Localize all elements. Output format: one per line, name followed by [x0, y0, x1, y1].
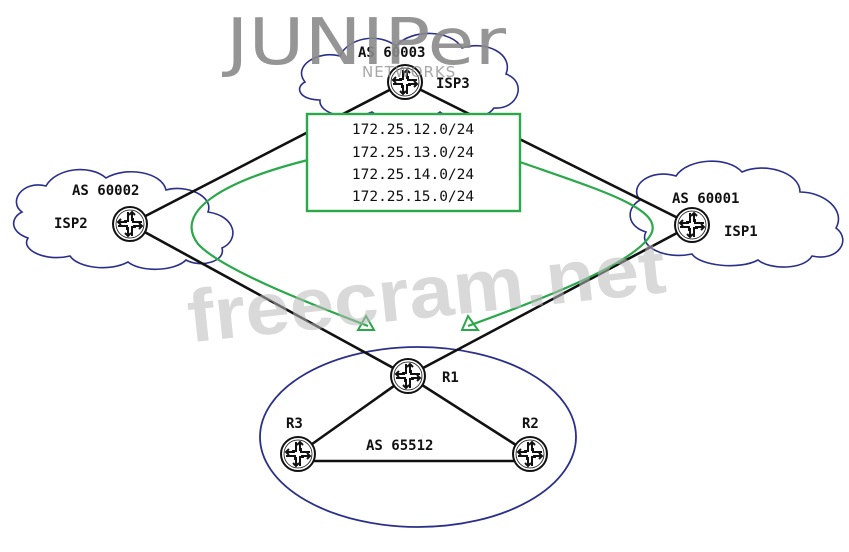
link-isp3-isp2 [129, 80, 406, 226]
route-arrow-via-isp1 [467, 160, 654, 328]
isp1-label: ISP1 [724, 224, 758, 240]
router-r1-icon [390, 358, 426, 394]
isp3-label: ISP3 [436, 76, 470, 92]
as60001-label: AS 60001 [672, 191, 739, 207]
as60003-label: AS 60003 [358, 45, 425, 61]
logo-brand: JUNIPer [221, 6, 507, 80]
isp2-label: ISP2 [54, 216, 88, 232]
prefix-box [305, 112, 522, 213]
as65512-label: AS 65512 [366, 438, 433, 454]
link-isp1-r1 [407, 223, 693, 378]
r3-label: R3 [286, 416, 303, 432]
cloud-as60001 [629, 160, 844, 268]
router-isp1-icon [674, 207, 710, 243]
router-r3-icon [280, 436, 316, 472]
router-isp2-icon [112, 206, 148, 242]
link-isp3-isp1 [404, 80, 693, 227]
route-arrow-via-isp2 [190, 158, 369, 328]
prefix-1: 172.25.12.0/24 [352, 122, 474, 138]
r2-label: R2 [522, 416, 539, 432]
logo-sub: NETWORKS [362, 63, 456, 81]
as65512-ellipse [259, 346, 577, 528]
cloud-as60002 [12, 168, 234, 271]
prefix-4: 172.25.15.0/24 [352, 189, 474, 205]
prefix-3: 172.25.14.0/24 [352, 167, 474, 183]
arrowhead-via-isp2 [356, 313, 376, 331]
r1-label: R1 [442, 370, 459, 386]
as60002-label: AS 60002 [72, 183, 139, 199]
watermark: freecram.net [183, 225, 669, 358]
link-r1-r3 [297, 374, 409, 456]
link-isp2-r1 [129, 222, 409, 378]
prefix-2: 172.25.13.0/24 [352, 145, 474, 161]
router-r2-icon [512, 436, 548, 472]
link-r1-r2 [407, 374, 531, 456]
arrowhead-via-isp1 [460, 313, 480, 331]
